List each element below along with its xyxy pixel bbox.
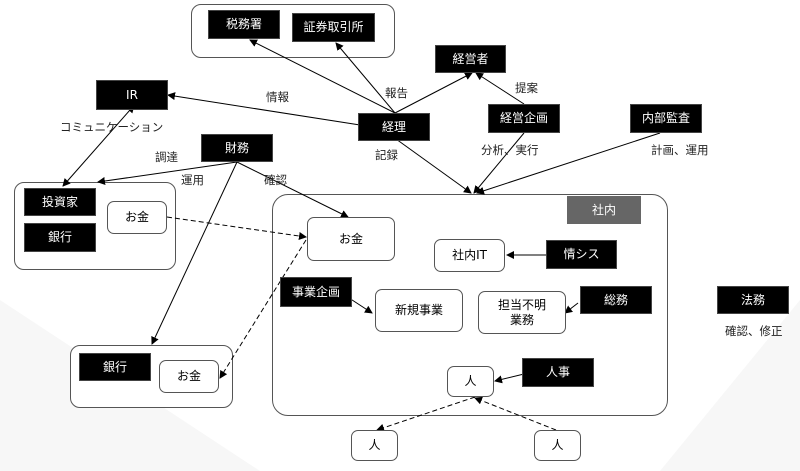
internal-audit-node[interactable]: 内部監査 [630, 104, 702, 133]
general-affairs-node[interactable]: 総務 [580, 286, 652, 314]
executives-node[interactable]: 経営者 [435, 45, 506, 73]
bank-top-node[interactable]: 銀行 [24, 223, 96, 252]
legal-node[interactable]: 法務 [717, 286, 789, 314]
unassigned-work-node[interactable]: 担当不明 業務 [478, 291, 566, 334]
edge-accounting-ir [167, 92, 361, 126]
bank-bottom-node[interactable]: 銀行 [79, 353, 151, 381]
tax-office-node[interactable]: 税務署 [208, 10, 280, 39]
person-right-node[interactable]: 人 [534, 430, 581, 461]
person-internal-node[interactable]: 人 [447, 366, 494, 397]
info-systems-node[interactable]: 情シス [546, 240, 617, 269]
corp-planning-node[interactable]: 経営企画 [488, 104, 560, 133]
money-bank-node[interactable]: お金 [159, 360, 219, 393]
edge-label-report: 報告 [385, 86, 408, 100]
stock-exchange-node[interactable]: 証券取引所 [292, 13, 375, 42]
accounting-node[interactable]: 経理 [358, 113, 430, 141]
internal-tag: 社内 [567, 196, 641, 224]
ir-node[interactable]: IR [96, 80, 168, 110]
person-left-node[interactable]: 人 [351, 430, 398, 461]
edge-label-proposal: 提案 [515, 81, 538, 95]
hr-node[interactable]: 人事 [522, 358, 594, 387]
edge-label-operation: 運用 [181, 173, 204, 187]
unassigned-work-line2: 業務 [509, 312, 534, 327]
edge-finance-investors [97, 161, 238, 185]
edge-accounting-internal [395, 138, 472, 194]
legal-note-label: 確認、修正 [725, 324, 783, 338]
edge-label-info: 情報 [266, 90, 289, 104]
business-planning-node[interactable]: 事業企画 [280, 277, 352, 307]
edge-label-record: 記録 [375, 148, 398, 162]
finance-node[interactable]: 財務 [201, 134, 273, 162]
edge-label-communication: コミュニケーション [60, 120, 164, 134]
edge-label-analysis-execution: 分析、実行 [481, 143, 539, 157]
edge-label-confirm: 確認 [264, 173, 287, 187]
money-investors-node[interactable]: お金 [107, 201, 167, 234]
money-internal-node[interactable]: お金 [307, 217, 395, 261]
edge-label-planning-operation: 計画、運用 [651, 143, 709, 157]
new-business-node[interactable]: 新規事業 [375, 289, 463, 332]
investor-node[interactable]: 投資家 [24, 188, 96, 216]
unassigned-work-line1: 担当不明 [497, 297, 546, 312]
internal-it-node[interactable]: 社内IT [434, 239, 505, 272]
edge-label-procurement: 調達 [155, 150, 178, 164]
